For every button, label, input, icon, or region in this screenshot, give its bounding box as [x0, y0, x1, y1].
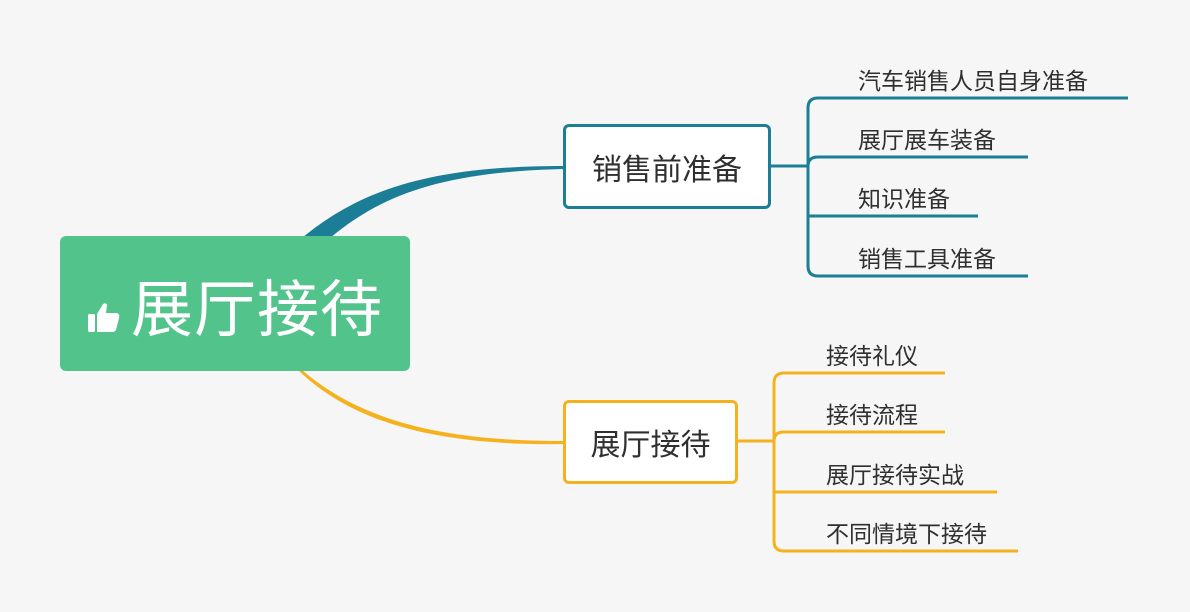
branch-label: 展厅接待	[590, 428, 711, 463]
branch-node-pre-sale[interactable]: 销售前准备	[563, 124, 771, 209]
branch-node-showroom[interactable]: 展厅接待	[563, 400, 738, 484]
leaf-node[interactable]: 接待流程	[826, 403, 918, 429]
leaf-node[interactable]: 汽车销售人员自身准备	[858, 69, 1088, 95]
connector-root-to-pre	[302, 166, 563, 238]
bracket-pre	[771, 96, 1128, 278]
leaf-node[interactable]: 不同情境下接待	[826, 522, 987, 548]
leaf-node[interactable]: 接待礼仪	[826, 344, 918, 370]
leaf-node[interactable]: 销售工具准备	[858, 247, 996, 273]
thumbs-up-icon	[87, 302, 120, 332]
root-node[interactable]: 展厅接待	[60, 236, 410, 371]
leaf-node[interactable]: 展厅展车装备	[858, 128, 996, 154]
leaf-node[interactable]: 展厅接待实战	[826, 463, 964, 489]
branch-label: 销售前准备	[592, 152, 742, 188]
leaf-node[interactable]: 知识准备	[858, 187, 950, 213]
connector-root-to-hall	[298, 370, 563, 445]
bracket-hall	[738, 371, 1018, 553]
root-label: 展厅接待	[130, 272, 383, 346]
